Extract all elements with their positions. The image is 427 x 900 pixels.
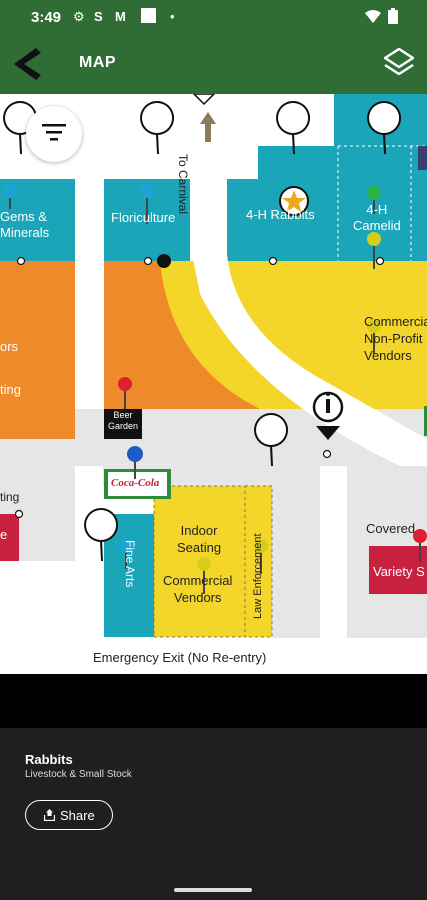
label-commercial-non-profit[interactable]: Commercial Non-Profit Vendors — [364, 314, 427, 363]
label-emergency-exit: Emergency Exit (No Re-entry) — [93, 650, 267, 665]
label-fine-arts[interactable]: Fine Arts — [123, 540, 137, 588]
filter-button[interactable] — [26, 106, 82, 162]
label-beer-garden[interactable]: Beer Garden — [107, 410, 139, 431]
status-time: 3:49 — [31, 9, 62, 26]
battery-icon — [388, 8, 398, 24]
share-label: Share — [60, 808, 95, 823]
share-button[interactable]: Share — [25, 800, 113, 830]
location-name: Rabbits — [25, 752, 73, 767]
status-bar: 3:49 ⚙ S M • — [0, 0, 427, 34]
gmail-icon: M — [115, 9, 126, 24]
map-canvas[interactable] — [0, 94, 427, 674]
label-seating-small: ting — [0, 490, 20, 504]
label-seating-left[interactable]: ting — [0, 382, 21, 397]
label-4h-rabbits[interactable]: 4-H Rabbits — [246, 207, 315, 222]
s-icon: S — [94, 9, 103, 24]
label-coca-cola[interactable]: Coca-Cola — [111, 477, 160, 489]
square-icon — [141, 8, 156, 26]
dot-icon: • — [170, 9, 175, 24]
fair-map[interactable]: Gems & Minerals Floriculture To Carnival… — [0, 94, 427, 674]
map-bottom-gap — [0, 674, 427, 728]
chevron-left-icon[interactable] — [12, 48, 42, 80]
label-vendors-left[interactable]: ors — [0, 339, 19, 354]
app-bar: MAP — [0, 34, 427, 94]
label-variety[interactable]: Variety S — [373, 564, 425, 579]
page-title: MAP — [79, 54, 117, 71]
gear-icon: ⚙ — [73, 9, 85, 24]
label-covered[interactable]: Covered — [366, 521, 416, 536]
filter-icon — [42, 124, 66, 141]
label-to-carnival: To Carnival — [176, 154, 190, 215]
share-icon — [44, 809, 55, 821]
label-indoor-seating[interactable]: Indoor Seating — [177, 523, 222, 555]
label-gems-minerals[interactable]: Gems & Minerals — [0, 209, 50, 240]
location-category: Livestock & Small Stock — [25, 769, 132, 780]
label-commercial-vendors[interactable]: Commercial Vendors — [163, 573, 233, 605]
location-details-sheet: Rabbits Livestock & Small Stock Share — [0, 728, 427, 900]
label-law-enforcement[interactable]: Law Enforcement — [252, 533, 264, 619]
layers-icon[interactable] — [384, 48, 414, 80]
gesture-nav-bar[interactable] — [174, 888, 252, 892]
label-e[interactable]: e — [0, 527, 8, 542]
label-4h-camelid[interactable]: 4-H Camelid — [353, 202, 401, 233]
label-floriculture[interactable]: Floriculture — [111, 210, 176, 225]
wifi-icon — [365, 10, 381, 23]
